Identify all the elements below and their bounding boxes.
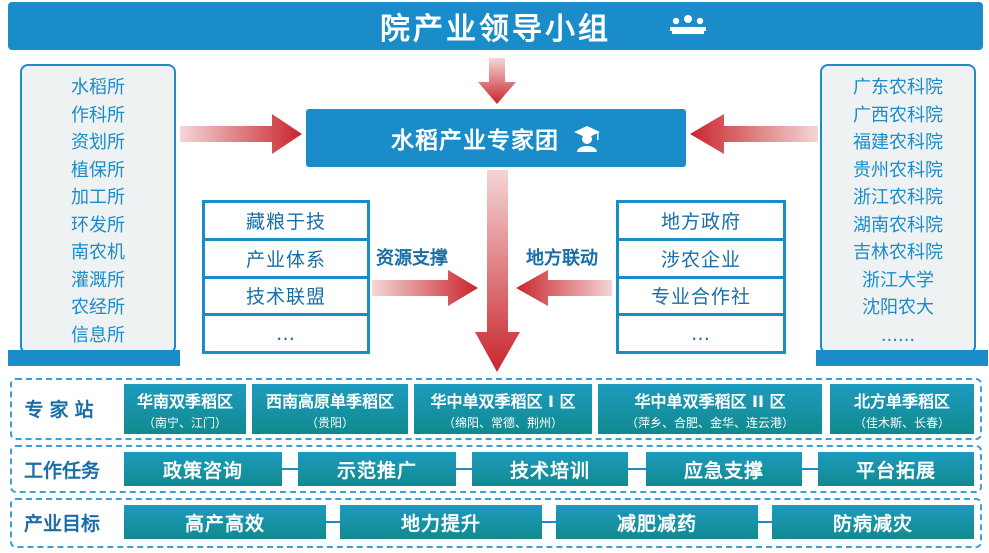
station-box: 华中单双季稻区 I 区 （绵阳、常德、荆州） — [414, 384, 592, 434]
list-item: 资划所 — [71, 132, 125, 153]
industry-goals-row — [10, 498, 982, 548]
right-panel-base — [816, 350, 988, 366]
local-linkage-box: 地方政府 涉农企业 专业合作社 … — [616, 200, 786, 354]
arrow-center-down — [475, 170, 520, 372]
station-name: 华南双季稻区 — [136, 391, 233, 411]
list-item: ...... — [880, 324, 916, 346]
list-item: 植保所 — [71, 159, 125, 181]
station-box: 华南双季稻区 （南宁、江门） — [124, 384, 246, 434]
industry-goals-connector — [124, 521, 974, 523]
goal-box: 防病减灾 — [772, 505, 974, 539]
expert-stations-label: 专家站 — [24, 398, 100, 421]
task-box: 示范推广 — [298, 452, 456, 486]
local-linkage-label: 地方联动 — [526, 248, 598, 269]
local-linkage-item: 地方政府 — [619, 203, 783, 238]
list-item: 湖南农科院 — [853, 214, 943, 236]
arrow-top-down — [478, 58, 516, 104]
station-name: 北方单季稻区 — [853, 391, 950, 411]
list-item: 农经所 — [71, 297, 125, 318]
list-item: 广东农科院 — [853, 77, 943, 98]
station-box: 西南高原单季稻区 （贵阳） — [252, 384, 408, 434]
resource-support-item: 产业体系 — [205, 240, 367, 276]
list-item: 灌溉所 — [71, 269, 125, 291]
resource-support-item: … — [205, 316, 367, 351]
arrow-right-institutes — [690, 114, 818, 154]
resource-support-box: 藏粮于技 产业体系 技术联盟 … — [202, 200, 370, 354]
list-item: 贵州农科院 — [853, 159, 943, 181]
station-name: 西南高原单季稻区 — [265, 391, 394, 411]
local-linkage-item: 涉农企业 — [619, 240, 783, 276]
station-cities: （萍乡、合肥、金华、连云港） — [625, 415, 794, 430]
list-item: 环发所 — [71, 214, 125, 236]
task-box: 政策咨询 — [124, 452, 282, 486]
resource-support-item: 藏粮于技 — [205, 203, 367, 238]
leading-group-bar: 院产业领导小组 — [8, 2, 983, 50]
list-item: 水稻所 — [71, 77, 125, 98]
station-cities: （南宁、江门） — [142, 415, 227, 430]
work-tasks-row — [10, 445, 982, 493]
list-item: 南农机 — [71, 242, 125, 263]
list-item: 加工所 — [71, 187, 125, 208]
local-linkage-item: … — [619, 316, 783, 351]
station-cities: （贵阳） — [305, 415, 354, 430]
goal-box: 减肥减药 — [556, 505, 758, 539]
expert-stations-row — [10, 378, 982, 440]
arrow-local-linkage — [516, 270, 612, 306]
station-cities: （绵阳、常德、荆州） — [442, 415, 563, 430]
list-item: 广西农科院 — [853, 104, 943, 126]
list-item: 福建农科院 — [853, 132, 943, 153]
station-box: 华中单双季稻区 II 区 （萍乡、合肥、金华、连云港） — [598, 384, 822, 434]
list-item: 浙江大学 — [862, 269, 934, 291]
list-item: 信息所 — [71, 324, 125, 346]
industry-goals-label: 产业目标 — [23, 512, 100, 535]
work-tasks-label: 工作任务 — [23, 459, 100, 482]
expert-team-title: 水稻产业专家团 — [391, 128, 559, 154]
task-box: 技术培训 — [472, 452, 628, 486]
expert-team-box: 水稻产业专家团 — [306, 109, 686, 167]
local-linkage-item: 专业合作社 — [619, 278, 783, 314]
arrow-resource-support — [372, 270, 478, 306]
arrow-left-institutes — [180, 114, 302, 154]
goal-box: 地力提升 — [340, 505, 542, 539]
left-panel-base — [8, 350, 180, 366]
station-name: 华中单双季稻区 I 区 — [430, 391, 576, 411]
task-box: 平台拓展 — [818, 452, 974, 486]
station-name: 华中单双季稻区 II 区 — [634, 391, 786, 411]
resource-support-label: 资源支撑 — [376, 248, 448, 269]
people-group-icon — [670, 15, 706, 34]
left-institutes-list: 水稻所 作科所 资划所 植保所 加工所 环发所 南农机 灌溉所 农经所 信息所 — [22, 74, 174, 349]
station-cities: （佳木斯、长春） — [853, 415, 950, 430]
station-box: 北方单季稻区 （佳木斯、长春） — [830, 384, 974, 434]
resource-support-item: 技术联盟 — [205, 278, 367, 314]
task-box: 应急支撑 — [646, 452, 802, 486]
left-institutes-panel: 水稻所 作科所 资划所 植保所 加工所 环发所 南农机 灌溉所 农经所 信息所 — [20, 64, 176, 354]
list-item: 吉林农科院 — [853, 242, 943, 263]
graduate-icon — [574, 126, 600, 152]
right-institutes-list: 广东农科院 广西农科院 福建农科院 贵州农科院 浙江农科院 湖南农科院 吉林农科… — [822, 74, 974, 349]
right-institutes-panel: 广东农科院 广西农科院 福建农科院 贵州农科院 浙江农科院 湖南农科院 吉林农科… — [820, 64, 976, 354]
list-item: 浙江农科院 — [853, 187, 943, 208]
list-item: 沈阳农大 — [862, 297, 934, 318]
leading-group-title: 院产业领导小组 — [380, 12, 611, 47]
goal-box: 高产高效 — [124, 505, 326, 539]
list-item: 作科所 — [71, 104, 125, 126]
